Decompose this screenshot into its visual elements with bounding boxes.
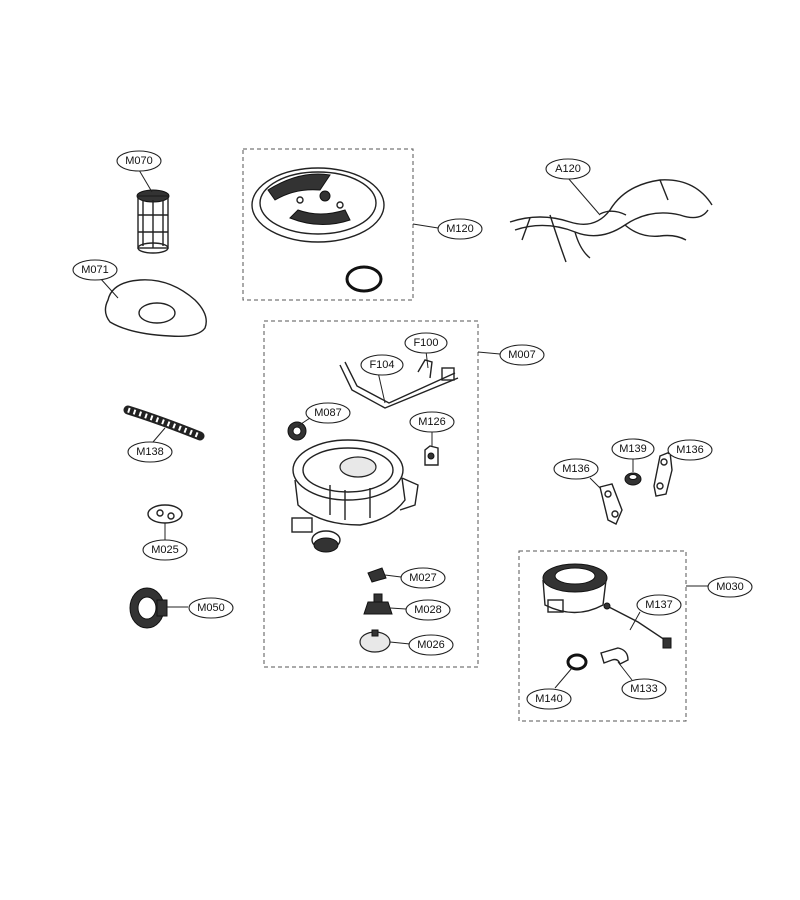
svg-text:M026: M026 [417,639,445,651]
label-f104: F104 [360,354,404,376]
part-motor-coupling [129,587,168,629]
part-bracket [424,445,439,466]
part-spray-arm-disk [251,167,385,243]
part-mount-bracket-left [599,483,623,525]
label-a120: A120 [545,158,591,180]
group-box-m030 [518,550,687,722]
label-m071: M071 [72,259,118,281]
svg-text:M133: M133 [630,683,658,695]
label-m050: M050 [188,597,234,619]
svg-text:M137: M137 [645,599,673,611]
label-m136-right: M136 [667,439,713,461]
svg-text:M087: M087 [314,407,342,419]
svg-text:M025: M025 [151,544,179,556]
svg-text:M138: M138 [136,446,164,458]
svg-text:M140: M140 [535,693,563,705]
label-m025: M025 [142,539,188,561]
label-m030: M030 [707,576,753,598]
label-m133: M133 [621,678,667,700]
svg-text:M028: M028 [414,604,442,616]
part-o-ring [345,265,383,293]
part-hose [123,405,205,441]
svg-text:M120: M120 [446,223,474,235]
label-m139: M139 [611,438,655,460]
part-knob [363,593,393,615]
part-elbow-hose [600,647,629,665]
part-pump-motor [542,563,608,614]
part-wire-harness [509,179,713,263]
part-sump-housing [291,439,419,553]
part-cable [603,602,672,649]
part-grommet [624,472,642,486]
label-m138: M138 [127,441,173,463]
label-m087: M087 [305,402,351,424]
part-distribution-pipe [339,359,459,409]
svg-text:M071: M071 [81,264,109,276]
svg-text:M136: M136 [676,444,704,456]
label-m027: M027 [400,567,446,589]
svg-text:M136: M136 [562,463,590,475]
part-sensor [367,567,387,583]
label-m136-left: M136 [553,458,599,480]
part-mount-bracket-right [653,451,673,497]
group-box-m007 [263,320,479,668]
label-f100: F100 [404,332,448,354]
label-m028: M028 [405,599,451,621]
svg-text:M050: M050 [197,602,225,614]
label-m126: M126 [409,411,455,433]
svg-text:M139: M139 [619,443,647,455]
label-m007: M007 [499,344,545,366]
svg-text:A120: A120 [555,163,581,175]
label-m120: M120 [437,218,483,240]
part-clamp [566,653,588,671]
part-check-valve [287,421,307,441]
label-m026: M026 [408,634,454,656]
leader-lines [99,169,708,689]
svg-text:F100: F100 [413,337,438,349]
svg-text:M030: M030 [716,581,744,593]
part-small-clip [147,504,183,524]
label-m070: M070 [116,150,162,172]
part-cap [359,629,391,653]
svg-text:M007: M007 [508,349,536,361]
svg-text:M126: M126 [418,416,446,428]
part-gasket-plate [104,279,207,338]
label-m137: M137 [636,594,682,616]
svg-text:M027: M027 [409,572,437,584]
label-m140: M140 [526,688,572,710]
part-filter-cylinder [136,189,170,254]
svg-text:M070: M070 [125,155,153,167]
svg-text:F104: F104 [369,359,394,371]
